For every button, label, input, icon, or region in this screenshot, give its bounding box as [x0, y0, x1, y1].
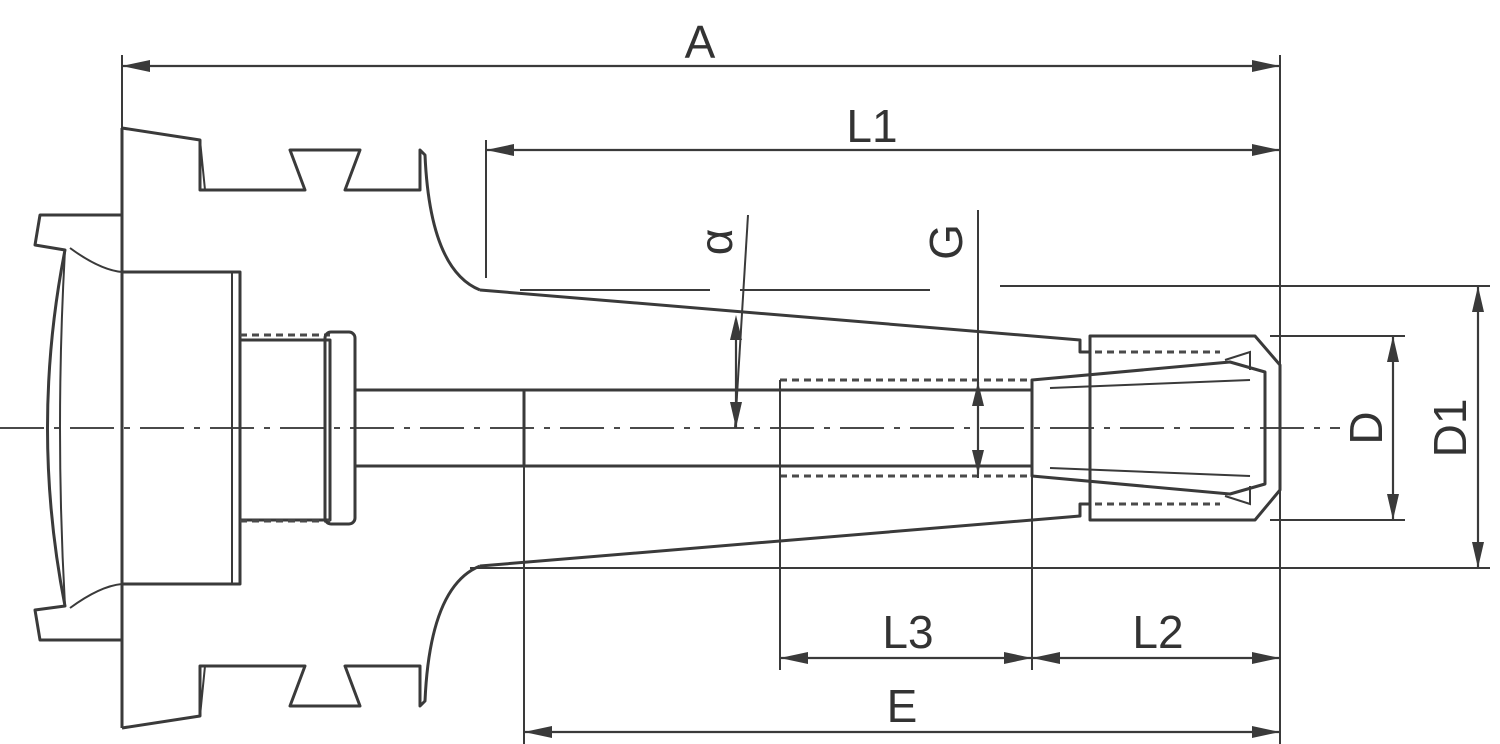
dimension-G: [972, 382, 984, 474]
label-A: A: [685, 16, 716, 68]
dimension-A: [122, 60, 1280, 72]
label-L3: L3: [882, 606, 933, 658]
taper-face: [33, 213, 124, 642]
label-L1: L1: [846, 100, 897, 152]
label-D: D: [1340, 411, 1392, 444]
dimension-D1: [1472, 286, 1484, 568]
dimension-L2: [1032, 652, 1280, 664]
label-E: E: [887, 680, 918, 732]
label-alpha: α: [690, 229, 742, 256]
label-L2: L2: [1132, 606, 1183, 658]
inner-boss: [120, 270, 357, 586]
dimension-D: [1387, 336, 1399, 520]
dimension-L3: [780, 652, 1032, 664]
internal-bore: [355, 378, 1032, 478]
dimension-E: [524, 726, 1280, 738]
dimension-alpha: [730, 315, 742, 428]
clamping-nut: [1088, 334, 1282, 522]
label-G: G: [920, 224, 972, 260]
extension-lines: [121, 55, 1490, 744]
flange-outline: [120, 126, 481, 730]
dimension-L1: [486, 144, 1280, 156]
label-D1: D1: [1424, 399, 1476, 458]
